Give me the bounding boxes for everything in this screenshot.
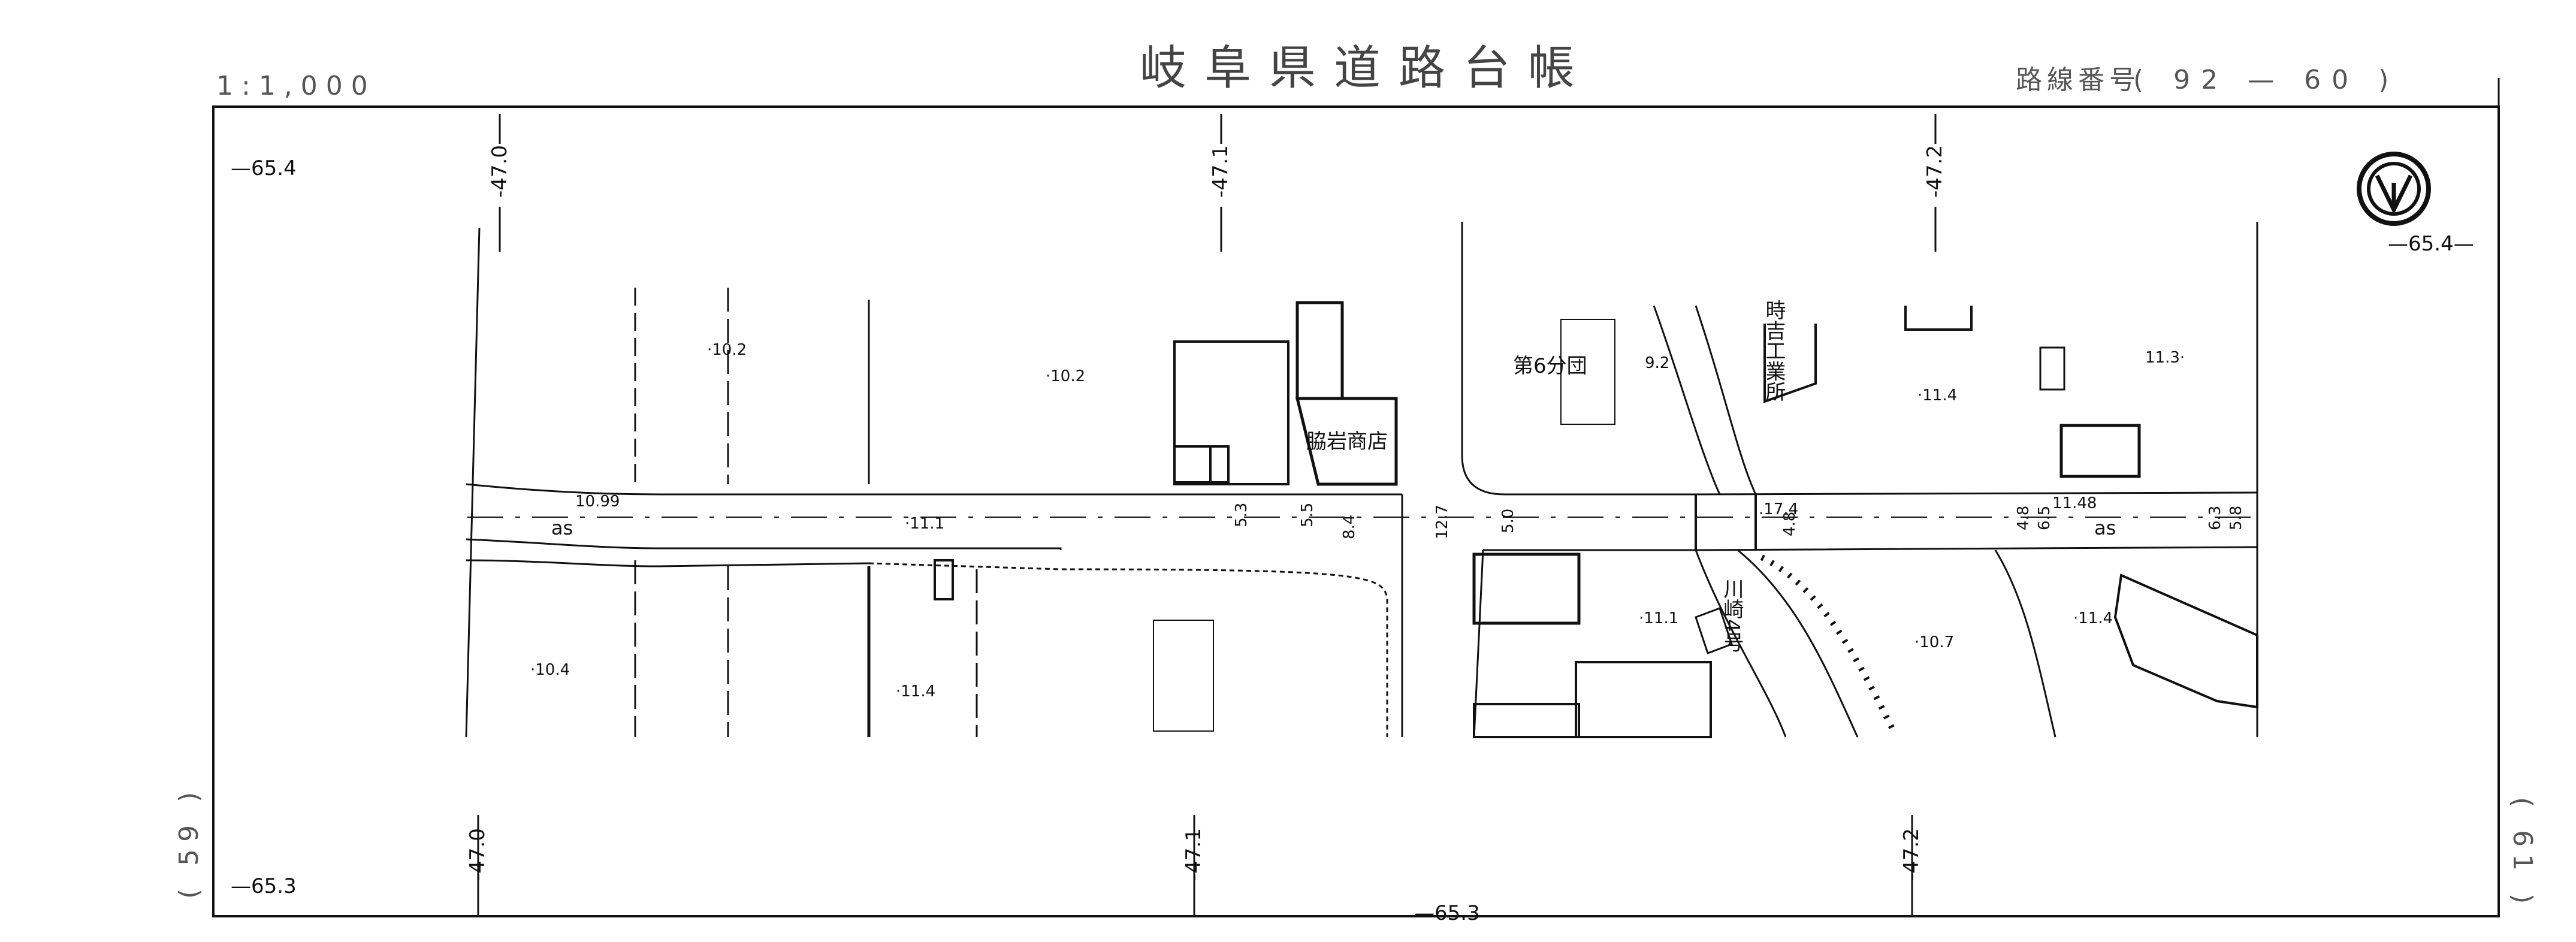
dimension: 8.4 (1340, 515, 1358, 539)
dimension-labels: 5.3 5.5 8.4 12.7 5.0 4.8 4.8 6.5 6.3 5.8 (1233, 503, 2245, 539)
pavement-mark: as (2094, 517, 2116, 539)
pavement-mark: as (551, 517, 573, 539)
grid-y-label: —65.4— (2388, 232, 2474, 256)
next-sheet-label: ( 61 ) (2507, 797, 2538, 911)
elevation: 9.2 (1645, 354, 1669, 372)
grid-y-label: —65.3 (231, 874, 297, 898)
dimension: 4.8 (1781, 512, 1799, 536)
map-linework (465, 222, 2258, 738)
dimension: 6.5 (2036, 506, 2053, 530)
grid-y-label: —65.4 (231, 156, 297, 180)
north-arrow-icon (2357, 152, 2431, 226)
elevation: 11.48 (2052, 494, 2097, 512)
place-label-river: 川崎4号 (1720, 578, 1744, 653)
elevation: ·11.1 (905, 515, 944, 533)
place-label-shop: 脇岩商店 (1306, 430, 1388, 454)
elevation: ·11.4 (896, 683, 935, 701)
elevation: ·10.2 (1046, 367, 1085, 385)
elevation-labels: ·10.2 ·10.2 10.99 ·11.1 ·10.4 ·11.4 9.2 … (530, 341, 2185, 701)
elevation: ·11.4 (2073, 609, 2113, 627)
dimension: 4.8 (2015, 506, 2033, 530)
dimension: 5.5 (1298, 503, 1316, 527)
grid-x-label: -47.2 (1923, 145, 1947, 198)
dimension: 12.7 (1433, 505, 1451, 539)
map-title: 岐阜県道路台帳 (1140, 41, 1593, 95)
elevation: ·10.4 (530, 661, 570, 679)
dimension: 5.3 (1233, 503, 1251, 527)
grid-y-label: —65.3 (1414, 901, 1480, 925)
elevation: 11.3· (2145, 349, 2185, 367)
elevation: ·10.7 (1914, 633, 1954, 651)
prev-sheet-label: ( 59 ) (174, 785, 204, 899)
elevation: 10.99 (575, 493, 620, 511)
grid-x-label: -47.1 (1209, 145, 1233, 198)
dimension: 5.0 (1499, 509, 1517, 533)
elevation: .17.4 (1759, 500, 1798, 518)
scale-label: 1:1,000 (216, 71, 376, 101)
dimension: 6.3 (2206, 506, 2224, 530)
map-frame (212, 105, 2500, 917)
elevation: ·10.2 (707, 341, 747, 359)
place-label-fire-brigade: 第6分団 (1513, 354, 1587, 378)
elevation: ·11.4 (1917, 387, 1957, 404)
route-number: ( 92 — 60 ) (2133, 65, 2399, 95)
route-label: 路線番号 (2016, 65, 2140, 95)
place-label-factory: 時吉工業所 (1762, 300, 1786, 401)
elevation: ·11.1 (1639, 609, 1678, 627)
dimension: 5.8 (2227, 506, 2245, 530)
grid-x-label: -47.0 (488, 145, 512, 198)
